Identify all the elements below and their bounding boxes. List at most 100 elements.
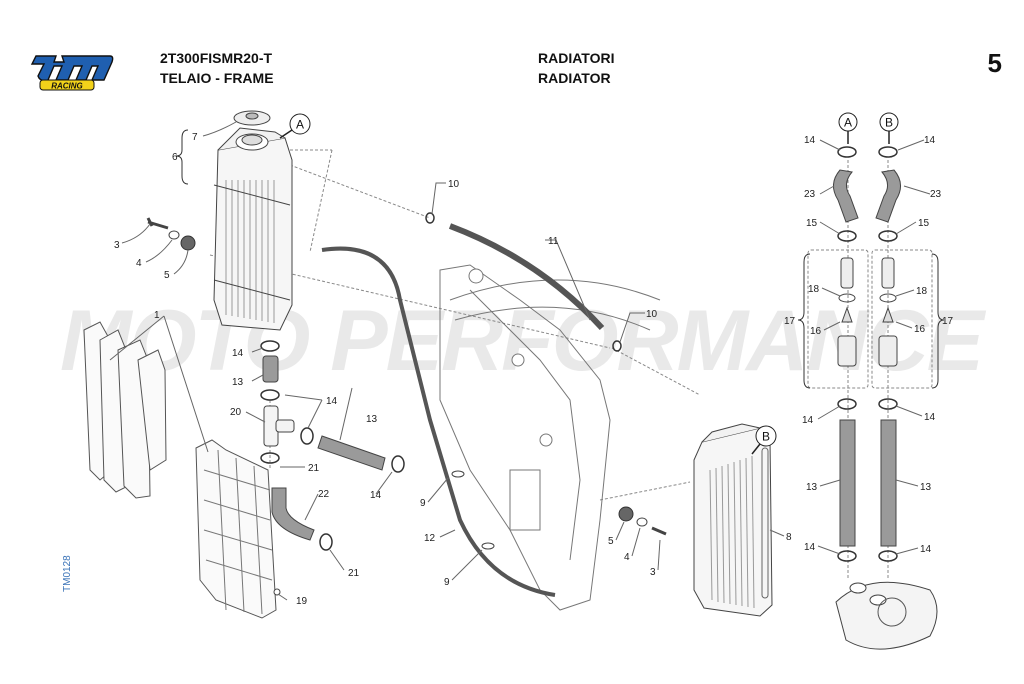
hose-clamp[interactable] xyxy=(878,550,898,562)
small-clamp[interactable] xyxy=(612,340,622,352)
hose-short[interactable] xyxy=(262,355,279,383)
callout-18: 18 xyxy=(916,286,928,297)
right-bolt[interactable] xyxy=(651,526,667,536)
hose-clamp[interactable] xyxy=(260,452,280,464)
hose-bend[interactable] xyxy=(875,169,901,223)
hose-long[interactable] xyxy=(880,419,897,547)
right-washer[interactable] xyxy=(636,517,648,527)
marker-b-column xyxy=(879,112,899,144)
marker-a-left xyxy=(279,113,311,139)
callout-1: 1 xyxy=(154,310,160,321)
callout-14: 14 xyxy=(804,135,816,146)
callout-4: 4 xyxy=(136,258,142,269)
model-code: 2T300FISMR20-T xyxy=(160,50,273,66)
frame xyxy=(439,264,661,611)
hose-clamp[interactable] xyxy=(878,230,898,242)
callout-14: 14 xyxy=(920,544,932,555)
callout-19: 19 xyxy=(296,596,308,607)
callout-23: 23 xyxy=(930,189,942,200)
callout-9: 9 xyxy=(444,577,450,588)
marker-b-label: B xyxy=(762,430,770,444)
group-title: TELAIO - FRAME xyxy=(160,70,274,86)
callout-3: 3 xyxy=(650,567,656,578)
hose-elbow[interactable] xyxy=(271,487,315,541)
o-ring[interactable] xyxy=(838,293,856,303)
radiator-cap[interactable] xyxy=(233,110,271,126)
brace-17-b xyxy=(931,253,945,389)
marker-b-right xyxy=(751,425,777,455)
callout-20: 20 xyxy=(230,407,242,418)
left-grommet[interactable] xyxy=(180,235,196,251)
overflow-hose[interactable] xyxy=(321,246,556,597)
cylinder-head[interactable] xyxy=(835,581,938,650)
hose-straight[interactable] xyxy=(317,435,386,471)
o-ring[interactable] xyxy=(879,293,897,303)
marker-a-column xyxy=(838,112,858,144)
callout-4: 4 xyxy=(624,552,630,563)
right-grommet[interactable] xyxy=(618,506,634,522)
callout-21: 21 xyxy=(308,463,320,474)
watermark: MOTO PERFORMANCE xyxy=(60,293,984,389)
callout-6: 6 xyxy=(172,152,178,163)
t-fitting[interactable] xyxy=(263,405,295,447)
small-clamp[interactable] xyxy=(425,212,435,224)
right-radiator[interactable] xyxy=(693,423,773,617)
tm-racing-logo: RACING xyxy=(30,55,114,91)
thermostat-valve[interactable] xyxy=(841,306,853,323)
marker-a-column-label: A xyxy=(844,116,852,130)
callout-17: 17 xyxy=(784,316,796,327)
callout-7: 7 xyxy=(192,132,198,143)
brace-17-a xyxy=(797,253,811,389)
section-title-en: RADIATOR xyxy=(538,70,611,86)
callout-21: 21 xyxy=(348,568,360,579)
callout-13: 13 xyxy=(366,414,378,425)
page-number: 5 xyxy=(987,48,1002,78)
thermostat-fitting[interactable] xyxy=(840,257,854,289)
hose-bend[interactable] xyxy=(833,169,859,223)
leader-lines xyxy=(109,121,931,601)
left-washer[interactable] xyxy=(168,230,180,240)
callout-22: 22 xyxy=(318,489,330,500)
hose-clamp[interactable] xyxy=(837,230,857,242)
left-bolt[interactable] xyxy=(146,217,169,230)
callout-10: 10 xyxy=(448,179,460,190)
callout-14: 14 xyxy=(804,542,816,553)
hose-clip[interactable] xyxy=(481,542,495,550)
hose-long[interactable] xyxy=(839,419,856,547)
left-radiator[interactable] xyxy=(213,127,293,331)
thermostat-fitting[interactable] xyxy=(881,257,895,289)
callout-23: 23 xyxy=(804,189,816,200)
hose-clamp[interactable] xyxy=(260,389,280,401)
hose-clamp[interactable] xyxy=(837,398,857,410)
callout-5: 5 xyxy=(608,536,614,547)
hose-clip[interactable] xyxy=(451,470,465,478)
column-a xyxy=(833,146,859,562)
hose-clamp[interactable] xyxy=(260,340,280,352)
hose-clamp[interactable] xyxy=(878,146,898,158)
column-b xyxy=(875,146,901,562)
logo-racing-band xyxy=(39,79,95,91)
hose-clamp[interactable] xyxy=(319,533,333,551)
callout-9: 9 xyxy=(420,498,426,509)
hose-clamp[interactable] xyxy=(837,146,857,158)
radiator-shroud-grille[interactable] xyxy=(195,439,277,619)
hose-clamp[interactable] xyxy=(837,550,857,562)
callout-14: 14 xyxy=(924,135,936,146)
radiator-shroud-outer[interactable] xyxy=(83,321,167,499)
callout-3: 3 xyxy=(114,240,120,251)
hose-clamp[interactable] xyxy=(391,455,405,473)
brace-6 xyxy=(175,129,189,185)
shroud-screw[interactable] xyxy=(273,588,281,596)
callout-8: 8 xyxy=(786,532,792,543)
thermostat-valve[interactable] xyxy=(882,306,894,323)
callout-14: 14 xyxy=(924,412,936,423)
callout-14: 14 xyxy=(802,415,814,426)
marker-a-label: A xyxy=(296,118,304,132)
callout-16: 16 xyxy=(810,326,822,337)
hose-clamp[interactable] xyxy=(878,398,898,410)
callout-16: 16 xyxy=(914,324,926,335)
callout-13: 13 xyxy=(920,482,932,493)
logo-racing-text: RACING xyxy=(51,82,83,91)
hose-clamp[interactable] xyxy=(300,427,314,445)
